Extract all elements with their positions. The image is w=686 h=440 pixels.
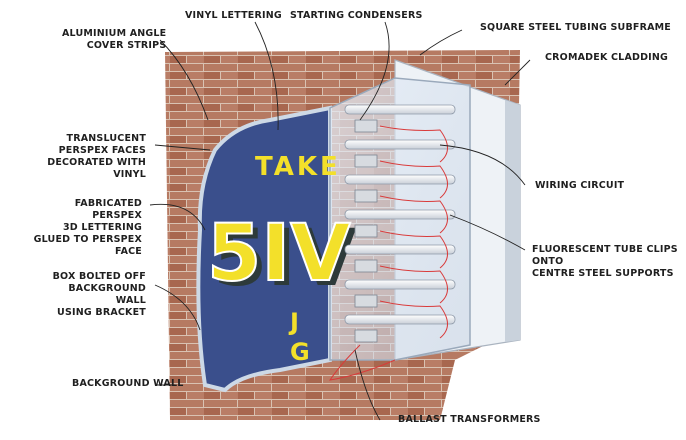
leader-ballast xyxy=(354,349,381,421)
fluorescent-tubes xyxy=(344,104,456,325)
leader-lines xyxy=(149,21,531,421)
leader-fluorescent xyxy=(449,214,526,251)
label-wiring-circuit: WIRING CIRCUIT xyxy=(535,180,625,191)
leader-perspex-faces xyxy=(154,144,211,151)
leader-box-bolted xyxy=(154,284,201,331)
label-ballast: BALLAST TRANSFORMERS xyxy=(398,414,541,425)
leader-fabricated xyxy=(149,203,206,231)
sign-text-big: 5IV xyxy=(207,209,351,299)
wiring-circuit xyxy=(328,125,448,381)
leader-wiring xyxy=(439,144,526,186)
label-cromadek: CROMADEK CLADDING xyxy=(545,52,669,63)
leader-square-steel xyxy=(419,29,463,56)
sign-lettering: TAKE 5IV 5IV J G xyxy=(206,152,357,366)
label-square-steel: SQUARE STEEL TUBING SUBFRAME xyxy=(480,22,671,33)
label-aluminium-angle: ALUMINIUM ANGLE COVER STRIPS xyxy=(62,28,167,51)
label-vinyl-lettering: VINYL LETTERING xyxy=(185,10,282,21)
ballast-transformers xyxy=(354,119,378,343)
sign-text-take: TAKE xyxy=(255,152,341,182)
sign-text-big-shadow: 5IV xyxy=(213,214,357,304)
leader-aluminium xyxy=(159,39,209,121)
label-starting-condensers: STARTING CONDENSERS xyxy=(290,10,423,21)
leader-vinyl xyxy=(254,21,279,131)
leader-cromadek xyxy=(504,59,531,86)
sign-text-line4: G xyxy=(290,338,310,366)
label-fluorescent: FLUORESCENT TUBE CLIPS ONTO CENTRE STEEL… xyxy=(532,244,678,279)
sign-text-line3: J xyxy=(288,308,299,336)
label-fabricated-perspex: FABRICATED PERSPEX 3D LETTERING GLUED TO… xyxy=(33,198,142,257)
label-background-wall: BACKGROUND WALL xyxy=(72,378,184,389)
leader-condensers xyxy=(359,21,390,121)
label-perspex-faces: TRANSLUCENT PERSPEX FACES DECORATED WITH… xyxy=(47,133,146,180)
label-box-bolted: BOX BOLTED OFF BACKGROUND WALL USING BRA… xyxy=(52,271,146,318)
